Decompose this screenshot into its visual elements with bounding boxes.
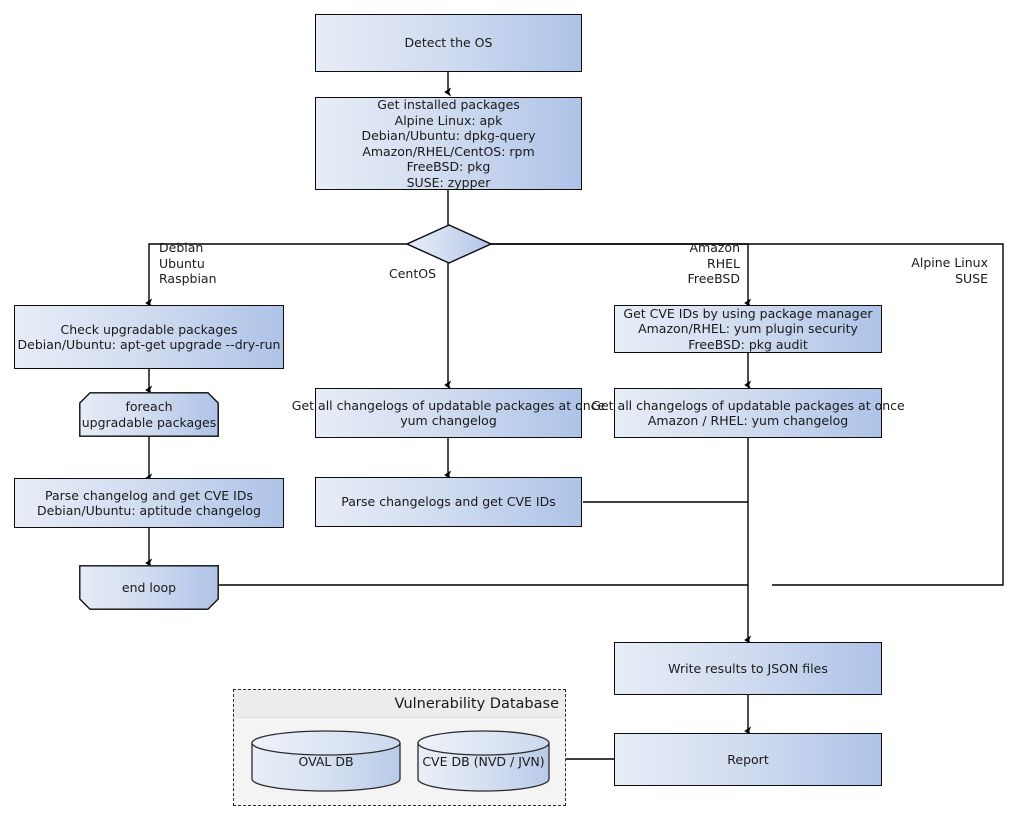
node-parse-changelog-debian[interactable]: Parse changelog and get CVE IDs Debian/U… (14, 478, 284, 528)
database-oval[interactable]: OVAL DB (251, 730, 401, 792)
vulnerability-database-group: Vulnerability Database OVAL D (233, 689, 566, 806)
node-parse-changelog-debian-line-2: Debian/Ubuntu: aptitude changelog (37, 503, 261, 518)
node-get-cve-line-2: Amazon/RHEL: yum plugin security (638, 321, 858, 337)
branch-label-debian: Debian Ubuntu Raspbian (159, 240, 217, 286)
foreach-shape (79, 392, 219, 437)
node-foreach-loop-start[interactable]: foreach upgradable packages (79, 392, 219, 437)
node-get-installed-line-5: FreeBSD: pkg (406, 159, 491, 174)
node-changelogs-rhel-line-2: Amazon / RHEL: yum changelog (647, 413, 849, 428)
node-get-installed-line-6: SUSE: zypper (406, 174, 491, 190)
database-cve[interactable]: CVE DB (NVD / JVN) (417, 730, 550, 792)
database-oval-label: OVAL DB (298, 754, 354, 769)
node-report-label: Report (727, 751, 769, 767)
branch-label-alpine: Alpine Linux SUSE (911, 255, 988, 286)
node-detect-os[interactable]: Detect the OS (315, 14, 582, 72)
node-foreach-label: foreach upgradable packages (79, 392, 219, 437)
node-report[interactable]: Report (614, 733, 882, 786)
node-end-loop-label: end loop (121, 579, 177, 595)
node-get-cve-package-manager[interactable]: Get CVE IDs by using package manager Ama… (614, 305, 882, 353)
node-changelogs-rhel-line-1: Get all changelogs of updatable packages… (591, 397, 905, 413)
node-detect-os-label: Detect the OS (404, 35, 493, 51)
branch-label-amazon: Amazon RHEL FreeBSD (687, 240, 740, 286)
node-get-installed-packages[interactable]: Get installed packages Alpine Linux: apk… (315, 97, 582, 190)
node-foreach-line-1: foreach (125, 399, 173, 414)
node-parse-changelogs-centos-label: Parse changelogs and get CVE IDs (341, 494, 556, 510)
node-write-results-label: Write results to JSON files (668, 660, 828, 676)
node-parse-changelog-debian-line-1: Parse changelog and get CVE IDs (45, 487, 253, 503)
node-changelogs-centos-line-2: yum changelog (400, 413, 497, 428)
node-get-installed-line-1: Get installed packages (377, 97, 520, 112)
end-loop-outline (79, 565, 219, 610)
node-check-upgradable-line-1: Check upgradable packages (60, 321, 238, 337)
node-get-cve-line-3: FreeBSD: pkg audit (688, 336, 808, 352)
node-get-installed-line-2: Alpine Linux: apk (394, 112, 503, 128)
node-write-results[interactable]: Write results to JSON files (614, 642, 882, 695)
node-changelogs-centos-line-1: Get all changelogs of updatable packages… (291, 397, 606, 413)
branch-label-centos: CentOS (389, 266, 437, 281)
foreach-outline (79, 392, 219, 437)
node-changelogs-rhel[interactable]: Get all changelogs of updatable packages… (591, 388, 905, 438)
node-foreach-line-2: upgradable packages (81, 414, 217, 430)
node-get-installed-line-3: Debian/Ubuntu: dpkg-query (361, 128, 536, 143)
node-end-loop[interactable]: end loop (79, 565, 219, 610)
node-check-upgradable[interactable]: Check upgradable packages Debian/Ubuntu:… (14, 305, 284, 369)
node-get-cve-line-1: Get CVE IDs by using package manager (623, 305, 873, 321)
node-os-decision[interactable] (405, 224, 493, 264)
node-parse-changelogs-centos[interactable]: Parse changelogs and get CVE IDs (315, 477, 582, 527)
node-get-installed-line-4: Amazon/RHEL/CentOS: rpm (362, 143, 535, 159)
node-check-upgradable-line-2: Debian/Ubuntu: apt-get upgrade --dry-run (17, 337, 281, 352)
node-changelogs-centos[interactable]: Get all changelogs of updatable packages… (292, 388, 605, 438)
vulnerability-database-title: Vulnerability Database (234, 690, 565, 718)
end-loop-shape (79, 565, 219, 610)
database-cve-label: CVE DB (NVD / JVN) (422, 754, 545, 769)
